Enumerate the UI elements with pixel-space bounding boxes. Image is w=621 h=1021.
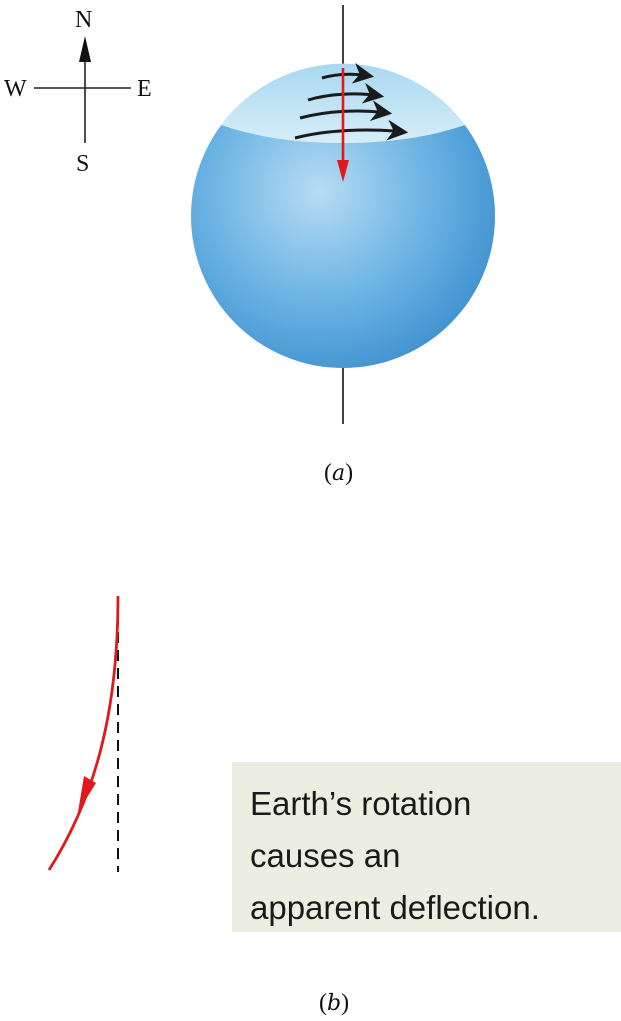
deflected-path-curve — [47, 595, 120, 871]
southward-arrowhead-icon — [337, 160, 349, 182]
compass-north-label: N — [75, 7, 92, 33]
panel-a-caption: (a) — [324, 460, 353, 486]
north-arrow-icon — [79, 36, 91, 62]
rotation-arrow-1 — [321, 62, 375, 84]
deflection-note: Earth’s rotation causes an apparent defl… — [232, 762, 621, 932]
deflection-arrowhead-icon — [78, 776, 96, 812]
panel-a-globe — [191, 5, 495, 424]
compass: N S W E — [4, 7, 152, 177]
panel-b-caption: (b) — [319, 990, 349, 1016]
rotation-arrow-4 — [294, 119, 409, 141]
compass-south-label: S — [76, 151, 89, 177]
earth-globe — [191, 64, 495, 368]
compass-east-label: E — [137, 76, 152, 102]
note-line-2: causes an — [250, 837, 401, 874]
note-line-1: Earth’s rotation — [250, 785, 472, 822]
panel-b-deflection — [47, 595, 120, 872]
note-line-3: apparent deflection. — [250, 889, 540, 926]
compass-west-label: W — [4, 76, 27, 102]
